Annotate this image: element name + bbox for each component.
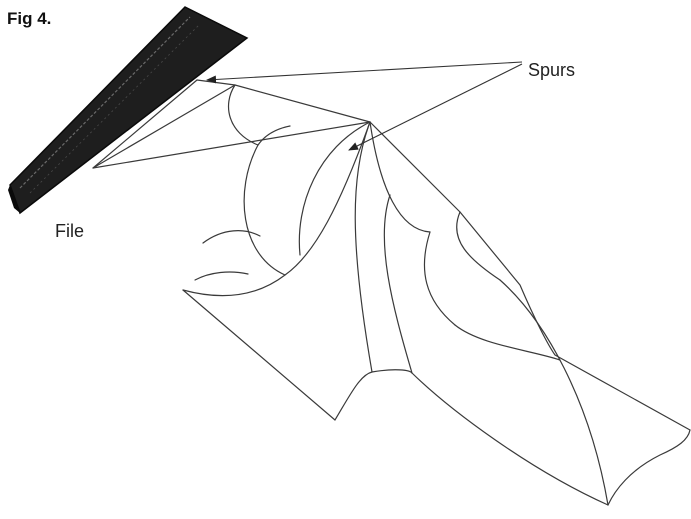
flute-spiral-4 <box>370 122 430 232</box>
body-lower-helix <box>335 370 412 420</box>
file-tool <box>8 7 247 213</box>
shank-upper-edge <box>460 212 690 430</box>
flute-spiral-3 <box>424 232 455 325</box>
file-body <box>10 7 247 213</box>
shank-end <box>608 430 690 505</box>
drill-bit <box>93 80 690 505</box>
spur-left-edge <box>197 80 235 85</box>
spur-left-curve <box>229 85 258 145</box>
body-left-edge <box>183 290 335 420</box>
flute-curve-d <box>195 272 248 280</box>
shank-long-curve <box>500 280 608 505</box>
flute-spiral-1 <box>355 122 372 372</box>
spurs-label: Spurs <box>528 60 575 81</box>
flute-curve-a <box>244 145 285 275</box>
shank-lower-edge <box>412 373 608 505</box>
file-label: File <box>55 221 84 242</box>
spurs-leader-lower <box>349 64 522 150</box>
shank-helix <box>455 325 560 360</box>
flute-curve-b <box>299 122 370 255</box>
body-right-outer <box>457 212 500 280</box>
body-right-edge <box>370 122 460 212</box>
spurs-leader-upper <box>207 62 522 80</box>
